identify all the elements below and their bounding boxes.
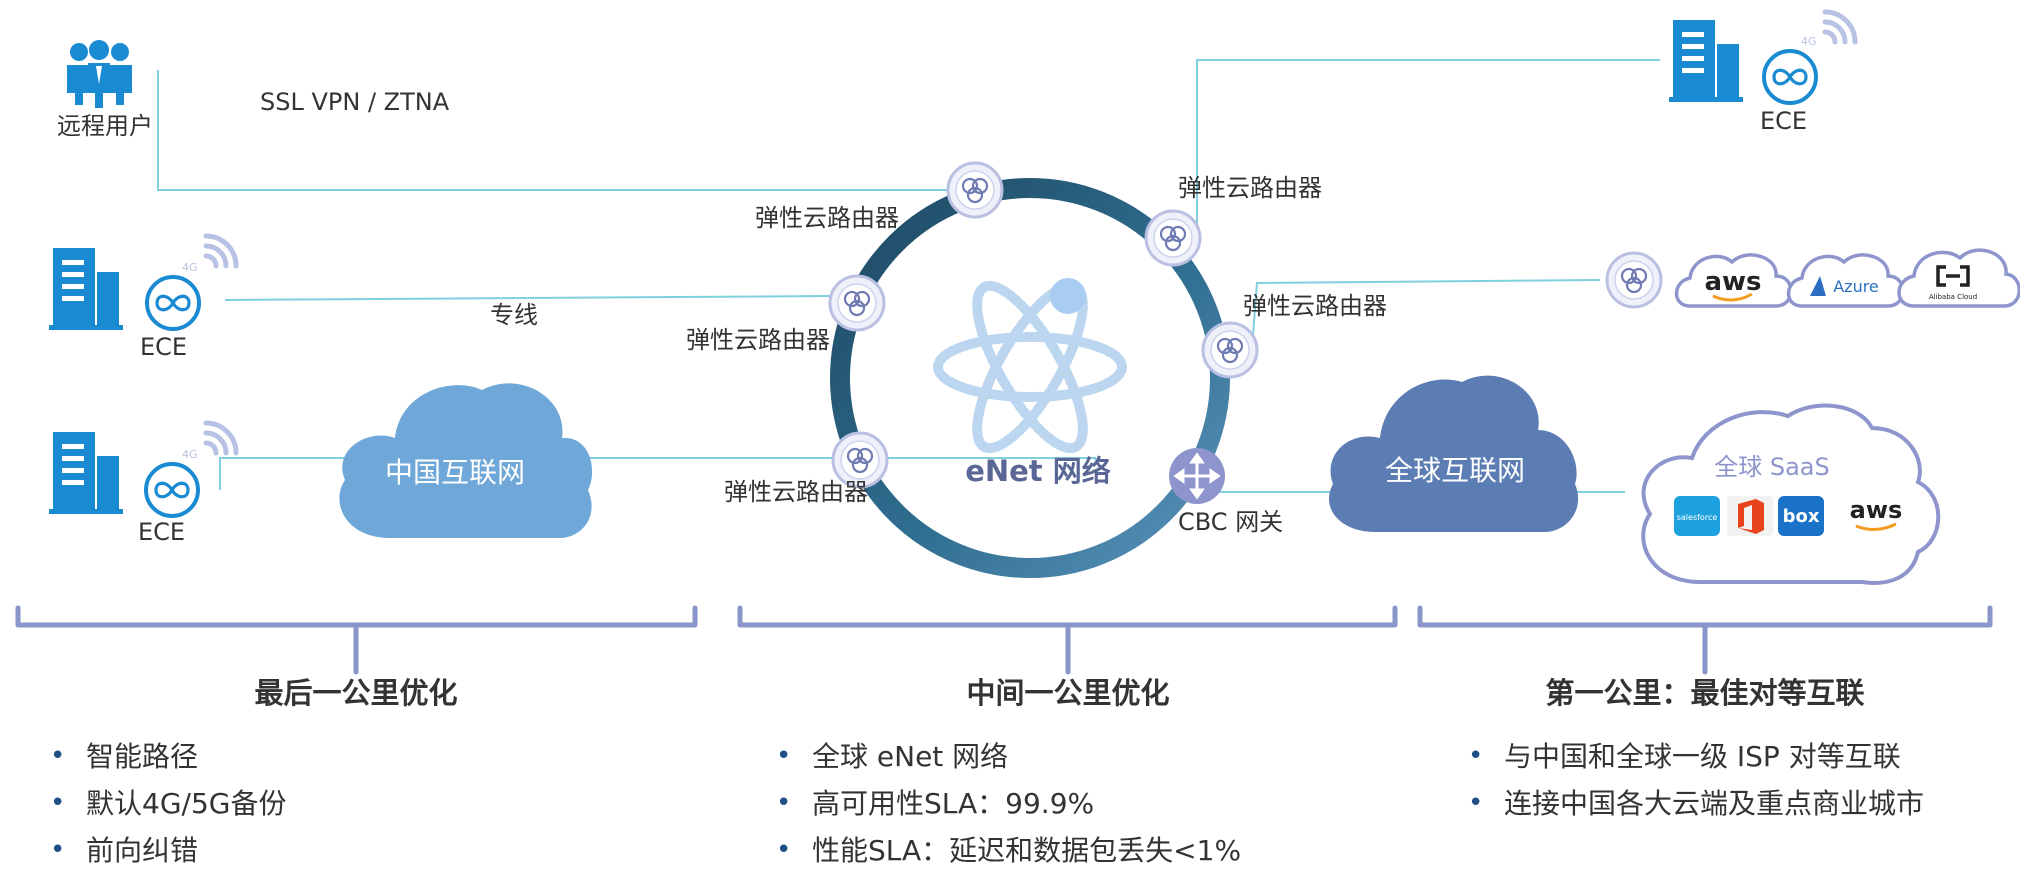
aws-logo: aws xyxy=(1850,496,1903,524)
atom-icon xyxy=(933,280,1127,454)
router-label: 弹性云路由器 xyxy=(1178,174,1322,202)
right-site: 4G ECE xyxy=(1669,12,1855,135)
section-title-middle-mile: 中间一公里优化 xyxy=(966,676,1170,710)
router-label: 弹性云路由器 xyxy=(755,204,899,232)
enet-label: eNet 网络 xyxy=(965,454,1111,488)
cloud-china-internet: 中国互联网 xyxy=(339,383,593,538)
router-label: 弹性云路由器 xyxy=(1243,292,1387,320)
cloud-global-internet: 全球互联网 xyxy=(1329,375,1579,532)
router-icon xyxy=(946,161,1004,219)
router-icon xyxy=(1201,321,1259,379)
ece-label: ECE xyxy=(1760,107,1807,135)
left-site-1: 4G ECE xyxy=(49,236,236,361)
azure-logo: Azure xyxy=(1833,277,1879,296)
saas-title: 全球 SaaS xyxy=(1714,453,1830,481)
list-item: 全球 eNet 网络 xyxy=(772,733,1241,780)
section-brackets xyxy=(15,605,1993,675)
ece-infinity-icon xyxy=(144,462,200,518)
svg-text:4G: 4G xyxy=(182,448,198,461)
users-icon xyxy=(67,40,132,108)
list-item: 前向纠错 xyxy=(46,827,286,874)
remote-users-label: 远程用户 xyxy=(57,112,153,140)
building-icon xyxy=(1669,20,1743,102)
gateway-arrows-icon xyxy=(1169,448,1225,504)
router-label: 弹性云路由器 xyxy=(724,478,868,506)
router-icon xyxy=(1144,209,1202,267)
section-title-first-mile: 第一公里：最佳对等互联 xyxy=(1545,676,1865,710)
alibaba-logo: Alibaba Cloud xyxy=(1929,293,1977,301)
wifi-signal-icon xyxy=(206,423,236,453)
ssl-vpn-label: SSL VPN / ZTNA xyxy=(260,88,450,116)
building-icon xyxy=(49,432,123,514)
box-logo: box xyxy=(1783,506,1820,527)
wifi-signal-icon xyxy=(206,236,236,266)
cloud-china-label: 中国互联网 xyxy=(385,456,525,489)
ece-infinity-icon xyxy=(1762,49,1818,105)
bullet-list-first-mile: 与中国和全球一级 ISP 对等互联 连接中国各大云端及重点商业城市 xyxy=(1464,733,1924,827)
building-icon xyxy=(49,248,123,330)
list-item: 性能SLA：延迟和数据包丢失<1% xyxy=(772,827,1241,874)
bullet-list-last-mile: 智能路径 默认4G/5G备份 前向纠错 xyxy=(46,733,286,874)
cloud-global-label: 全球互联网 xyxy=(1385,454,1525,487)
router-label: 弹性云路由器 xyxy=(686,326,830,354)
svg-text:4G: 4G xyxy=(182,261,198,274)
list-item: 智能路径 xyxy=(46,733,286,780)
ece-label: ECE xyxy=(138,518,185,546)
router-icon xyxy=(828,274,886,332)
office-icon xyxy=(1727,496,1773,536)
list-item: 高可用性SLA：99.9% xyxy=(772,780,1241,827)
svg-text:4G: 4G xyxy=(1801,35,1817,48)
ece-label: ECE xyxy=(140,333,187,361)
list-item: 与中国和全球一级 ISP 对等互联 xyxy=(1464,733,1924,780)
dedicated-line-label: 专线 xyxy=(490,301,538,329)
bullet-list-middle-mile: 全球 eNet 网络 高可用性SLA：99.9% 性能SLA：延迟和数据包丢失<… xyxy=(772,733,1241,874)
salesforce-logo: salesforce xyxy=(1677,513,1718,522)
cbc-gateway-label: CBC 网关 xyxy=(1178,508,1283,536)
cloud-providers: aws Azure Alibaba Cloud xyxy=(1674,248,2020,308)
aws-logo: aws xyxy=(1704,267,1761,297)
wifi-signal-icon xyxy=(1825,12,1855,42)
router-icon xyxy=(1605,251,1663,309)
enet-ring: eNet 网络 xyxy=(830,178,1230,578)
section-title-last-mile: 最后一公里优化 xyxy=(254,676,458,710)
left-site-2: 4G ECE xyxy=(49,423,236,546)
ece-infinity-icon xyxy=(145,275,201,331)
saas-cloud: 全球 SaaS salesforce box aws xyxy=(1641,403,1941,585)
list-item: 连接中国各大云端及重点商业城市 xyxy=(1464,780,1924,827)
list-item: 默认4G/5G备份 xyxy=(46,780,286,827)
